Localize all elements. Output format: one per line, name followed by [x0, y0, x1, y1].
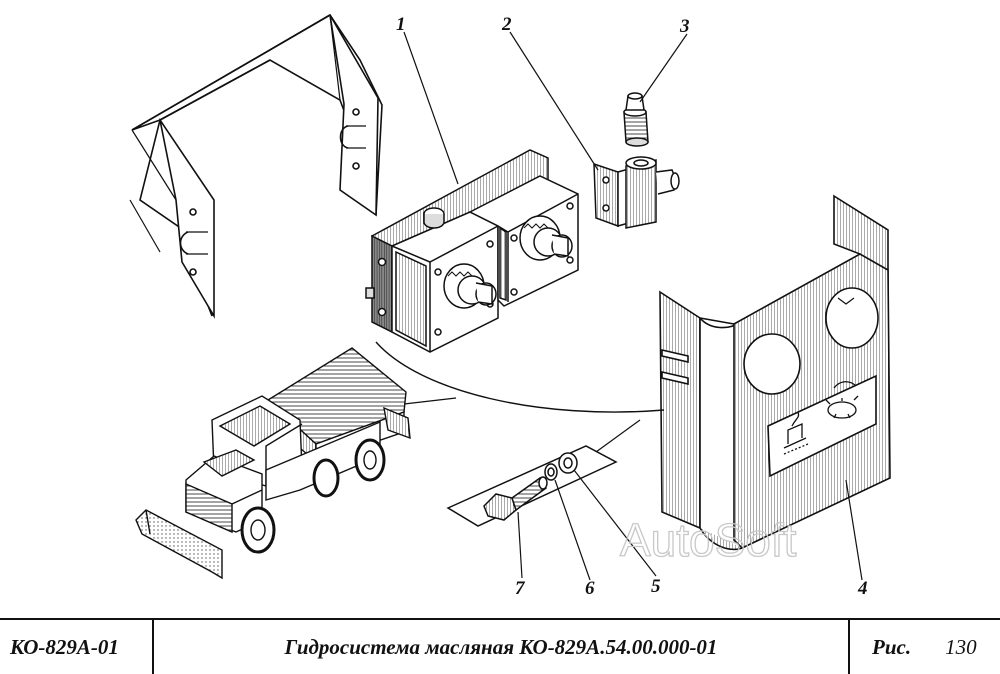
callout-6: 6	[585, 578, 595, 599]
pump-symbol-icon	[783, 411, 809, 455]
drawing-title: Гидросистема масляная КО-829А.54.00.000-…	[154, 620, 850, 674]
leader-lines	[375, 31, 863, 581]
callout-4: 4	[857, 578, 868, 599]
title-block: КО-829А-01 Гидросистема масляная КО-829А…	[0, 618, 1000, 674]
hydraulic-distributor-block	[365, 149, 579, 353]
figure-reference: Рис. 130	[850, 620, 1000, 674]
fastener-detail	[446, 445, 618, 527]
fitting	[623, 92, 649, 147]
callout-1: 1	[396, 14, 406, 35]
bracket-tee-fitting	[593, 156, 680, 229]
figure-number: 130	[945, 634, 977, 659]
callout-3: 3	[679, 16, 690, 37]
spreader-disc-icon	[825, 381, 859, 419]
hopper-bracket-plates	[129, 13, 383, 319]
watermark: AutoSoft	[620, 514, 797, 566]
protective-cover	[659, 194, 891, 551]
figure-label: Рис.	[872, 634, 912, 659]
callout-2: 2	[501, 14, 512, 35]
callout-7: 7	[515, 578, 526, 599]
spreader-truck-illustration	[135, 347, 411, 580]
callout-5: 5	[651, 576, 661, 597]
model-code: КО-829А-01	[0, 620, 154, 674]
